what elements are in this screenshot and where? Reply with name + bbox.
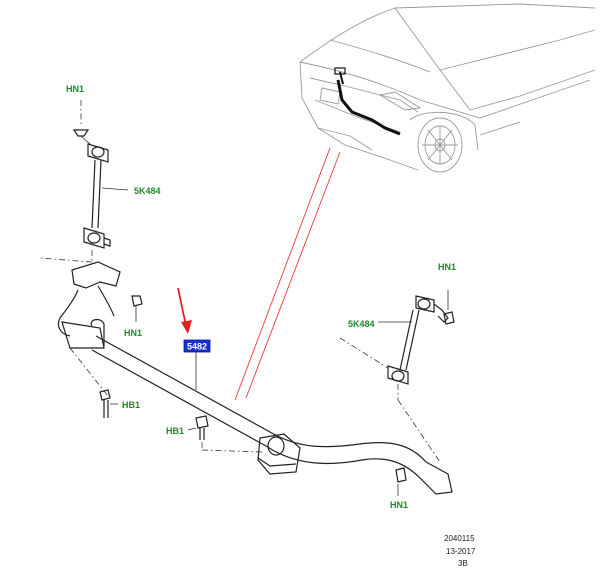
stabilizer-bar [91,335,453,495]
part-pointer [177,287,197,390]
highlight-box [183,339,211,353]
leader-lines [234,147,341,401]
label-hb1-left[interactable]: HB1 [122,400,140,410]
label-5k484-right[interactable]: 5K484 [348,319,375,329]
reference-line-1: 2040115 [444,534,475,543]
label-hn1-bottom-right[interactable]: HN1 [390,500,408,510]
label-5482[interactable]: 5482 [187,342,207,352]
label-hn1-mid-left[interactable]: HN1 [124,328,142,338]
vehicle-outline [299,3,596,173]
reference-block: 2040115 13-2017 3B [444,534,476,568]
label-hn1-top-left[interactable]: HN1 [66,84,84,94]
label-hb1-center[interactable]: HB1 [166,426,184,436]
label-5k484-left[interactable]: 5K484 [134,186,161,196]
bolt-hb1-left [99,389,118,418]
right-stabilizer-link [339,290,455,496]
reference-line-2: 13-2017 [446,547,476,556]
left-stabilizer-link [39,100,129,263]
bolt-hb1-center [187,415,263,453]
label-hn1-right-top[interactable]: HN1 [438,262,456,272]
highlighted-part-callout[interactable]: 5482 [183,339,211,353]
left-bushing-bracket [57,261,143,397]
reference-line-3: 3B [458,559,468,568]
